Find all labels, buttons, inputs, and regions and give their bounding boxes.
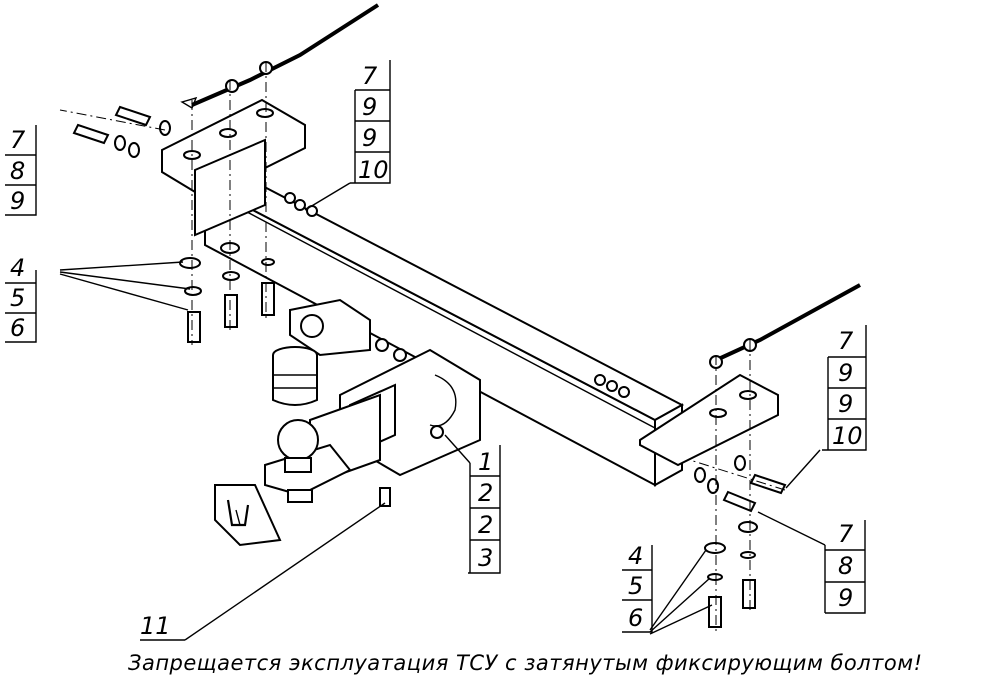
cross-beam xyxy=(202,168,685,487)
left-bracket xyxy=(161,98,306,237)
callout-center-top: 7 9 9 10 xyxy=(350,60,391,184)
callout-right-bottom-1: 7 xyxy=(838,520,854,548)
callout-right-bottom-2: 8 xyxy=(838,552,853,580)
callout-left-middle-2: 5 xyxy=(10,284,25,312)
axis-lines xyxy=(59,62,786,632)
tow-ball xyxy=(264,419,352,503)
right-bracket xyxy=(639,373,779,467)
callout-right-top-3: 9 xyxy=(838,390,853,418)
callout-bolt-number: 11 xyxy=(140,612,171,640)
callout-right-top-1: 7 xyxy=(838,327,854,355)
callout-center-bottom: 1 2 2 3 xyxy=(468,445,501,574)
fastener-group-left-top xyxy=(72,105,171,158)
socket-bracket xyxy=(289,298,371,357)
callout-right-top: 7 9 9 10 xyxy=(822,325,867,451)
callout-left-middle-1: 4 xyxy=(10,254,25,282)
fastener-group-right xyxy=(694,455,787,628)
plug-cover-badge xyxy=(214,484,282,547)
bolt-11 xyxy=(379,487,391,507)
callout-left-top-3: 9 xyxy=(10,187,25,215)
callout-bolt: 11 xyxy=(140,612,185,641)
callout-left-top-2: 8 xyxy=(10,157,25,185)
callout-left-middle-3: 6 xyxy=(10,314,25,342)
callout-left-top: 7 8 9 xyxy=(5,125,37,216)
callout-center-top-4: 10 xyxy=(358,156,389,184)
lock-pin xyxy=(375,338,457,439)
ball-cap xyxy=(272,346,318,406)
callout-right-bottom-3: 9 xyxy=(838,584,853,612)
fastener-group-left-bottom xyxy=(179,242,275,343)
callout-right-bottom: 7 8 9 xyxy=(824,520,866,614)
callout-center-top-1: 7 xyxy=(362,62,378,90)
callout-bottom-washers-1: 4 xyxy=(628,542,643,570)
leader-lines xyxy=(59,182,826,641)
left-mounting-cable xyxy=(180,3,380,110)
callout-left-middle: 4 5 6 xyxy=(5,254,37,343)
callout-left-top-1: 7 xyxy=(10,126,26,154)
callout-center-bottom-3: 2 xyxy=(478,511,493,539)
beam-nuts xyxy=(284,192,630,398)
callout-center-top-2: 9 xyxy=(362,93,377,121)
callout-right-top-2: 9 xyxy=(838,359,853,387)
warning-text: Запрещается эксплуатация ТСУ с затянутым… xyxy=(128,651,923,675)
callout-bottom-washers-2: 5 xyxy=(628,572,643,600)
callout-center-bottom-1: 1 xyxy=(478,448,493,476)
callout-right-top-4: 10 xyxy=(832,422,863,450)
callout-center-bottom-2: 2 xyxy=(478,479,493,507)
callout-bottom-washers: 4 5 6 xyxy=(622,542,653,633)
callout-center-top-3: 9 xyxy=(362,124,377,152)
callout-center-bottom-4: 3 xyxy=(478,544,493,572)
callout-bottom-washers-3: 6 xyxy=(628,604,643,632)
